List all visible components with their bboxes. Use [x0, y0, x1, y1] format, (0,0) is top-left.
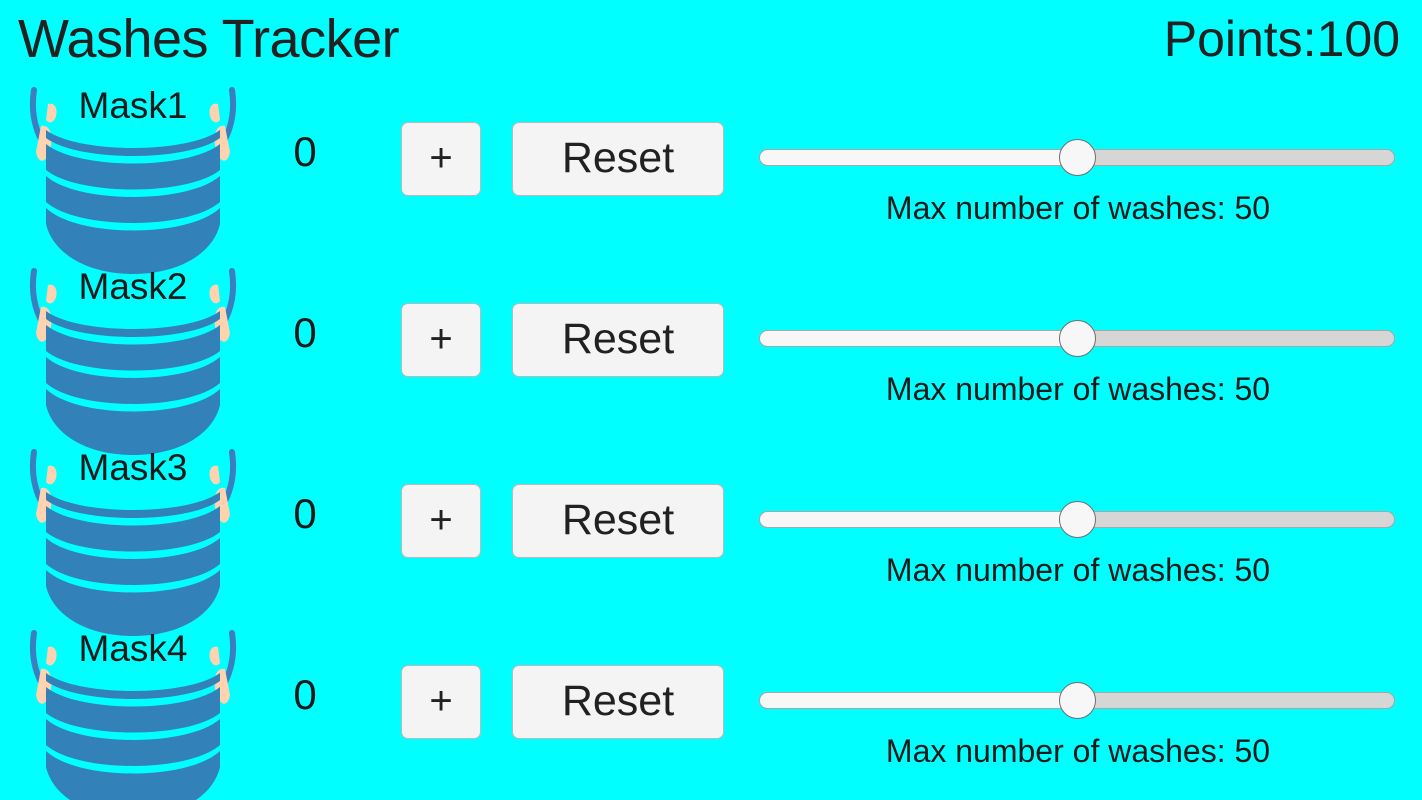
mask-rows-list: Mask1 0 + Reset Max number of washes: 50: [0, 78, 1422, 800]
reset-washes-button[interactable]: Reset: [512, 122, 724, 196]
slider-filled-track: [759, 692, 1077, 709]
mask-name-label: Mask1: [78, 85, 188, 126]
max-washes-caption: Max number of washes: 50: [885, 733, 1271, 769]
max-washes-slider[interactable]: [759, 679, 1397, 725]
mask-glyph: [30, 449, 236, 636]
mask-ear-right-icon: [209, 103, 220, 123]
max-washes-slider[interactable]: [759, 136, 1397, 182]
mask-ear-right-icon: [209, 284, 220, 304]
slider-filled-track: [759, 511, 1077, 528]
increment-button-label: +: [429, 317, 453, 361]
mask-body-icon: [46, 492, 220, 636]
mask-icon: Mask1: [8, 78, 258, 278]
mask-body-icon: [46, 311, 220, 455]
slider-thumb[interactable]: [1058, 501, 1096, 538]
mask-ear-right-icon: [209, 646, 220, 666]
wash-count-value: 0: [293, 490, 317, 537]
mask-body-icon: [46, 673, 220, 800]
app-header: Washes Tracker Points:100: [0, 0, 1422, 78]
increment-washes-button[interactable]: +: [401, 303, 481, 377]
slider-thumb[interactable]: [1058, 682, 1096, 719]
slider-filled-track: [759, 330, 1077, 347]
wash-count-value: 0: [293, 309, 317, 356]
increment-washes-button[interactable]: +: [401, 665, 481, 739]
mask-ear-left-icon: [46, 103, 57, 123]
wash-count-value: 0: [293, 671, 317, 718]
reset-button-label: Reset: [561, 495, 675, 544]
increment-button-label: +: [429, 498, 453, 542]
increment-button-label: +: [429, 679, 453, 723]
points-counter: Points:100: [1163, 11, 1400, 67]
reset-button-label: Reset: [561, 133, 675, 182]
mask-row-2: Mask2 0 + Reset Max number of washes: 50: [0, 259, 1422, 455]
mask-ear-left-icon: [46, 646, 57, 666]
reset-washes-button[interactable]: Reset: [512, 665, 724, 739]
reset-washes-button[interactable]: Reset: [512, 484, 724, 558]
mask-name-label: Mask4: [78, 628, 188, 669]
max-washes-caption: Max number of washes: 50: [885, 371, 1271, 407]
increment-washes-button[interactable]: +: [401, 122, 481, 196]
mask-body-icon: [46, 130, 220, 274]
mask-glyph: [30, 630, 236, 800]
mask-name-label: Mask2: [78, 266, 188, 307]
max-washes-slider[interactable]: [759, 498, 1397, 544]
reset-button-label: Reset: [561, 314, 675, 363]
wash-count-value: 0: [293, 128, 317, 175]
mask-icon: Mask3: [8, 440, 258, 640]
max-washes-slider[interactable]: [759, 317, 1397, 363]
page-title: Washes Tracker: [18, 9, 400, 69]
reset-washes-button[interactable]: Reset: [512, 303, 724, 377]
mask-row-3: Mask3 0 + Reset Max number of washes: 50: [0, 440, 1422, 636]
max-washes-caption: Max number of washes: 50: [885, 190, 1271, 226]
slider-thumb[interactable]: [1058, 139, 1096, 176]
mask-row-1: Mask1 0 + Reset Max number of washes: 50: [0, 78, 1422, 274]
mask-row-4: Mask4 0 + Reset Max number of washes: 50: [0, 621, 1422, 800]
mask-glyph: [30, 87, 236, 274]
reset-button-label: Reset: [561, 676, 675, 725]
mask-ear-left-icon: [46, 465, 57, 485]
mask-name-label: Mask3: [78, 447, 188, 488]
slider-thumb[interactable]: [1058, 320, 1096, 357]
increment-washes-button[interactable]: +: [401, 484, 481, 558]
increment-button-label: +: [429, 136, 453, 180]
mask-ear-left-icon: [46, 284, 57, 304]
mask-icon: Mask2: [8, 259, 258, 459]
mask-ear-right-icon: [209, 465, 220, 485]
mask-glyph: [30, 268, 236, 455]
max-washes-caption: Max number of washes: 50: [885, 552, 1271, 588]
mask-icon: Mask4: [8, 621, 258, 800]
slider-filled-track: [759, 149, 1077, 166]
